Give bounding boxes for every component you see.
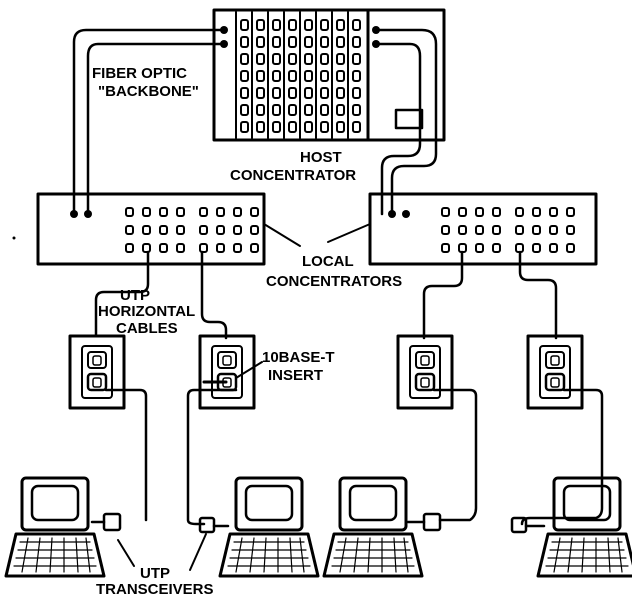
- drop-cables: [104, 388, 604, 526]
- local-label-line1: LOCAL: [302, 253, 354, 270]
- host-label-line2: CONCENTRATOR: [230, 167, 356, 184]
- utp-horizontal-cables: [94, 250, 558, 340]
- utp-transceivers: [90, 512, 546, 571]
- local-concentrator-right: [368, 192, 598, 266]
- insert-label-line1: 10BASE-T: [262, 349, 335, 366]
- insert-label-line2: INSERT: [268, 367, 323, 384]
- wall-plates: [68, 334, 584, 410]
- transceivers-label-line1: UTP: [140, 565, 170, 582]
- right-ports: [441, 207, 575, 253]
- fiber-label-line1: FIBER OPTIC: [92, 65, 187, 82]
- host-label-line1: HOST: [300, 149, 342, 166]
- left-ports: [125, 207, 259, 253]
- utp-label-line2: HORIZONTAL: [98, 303, 195, 320]
- local-concentrator-left: [36, 192, 266, 266]
- computers: [4, 476, 632, 578]
- labels: FIBER OPTIC "BACKBONE" HOST CONCENTRATOR…: [92, 65, 402, 598]
- fiber-backbone-cables: [72, 28, 438, 216]
- utp-label-line1: UTP: [120, 287, 150, 304]
- utp-label-line3: CABLES: [116, 320, 178, 337]
- host-ports: [240, 19, 361, 133]
- local-leaders: [263, 223, 371, 247]
- local-label-line2: CONCENTRATORS: [266, 273, 402, 290]
- fiber-label-line2: "BACKBONE": [98, 83, 199, 100]
- host-concentrator: [212, 8, 446, 142]
- transceivers-label-line2: TRANSCEIVERS: [96, 581, 214, 598]
- speck: [12, 236, 16, 240]
- host-card-slots: [235, 11, 349, 139]
